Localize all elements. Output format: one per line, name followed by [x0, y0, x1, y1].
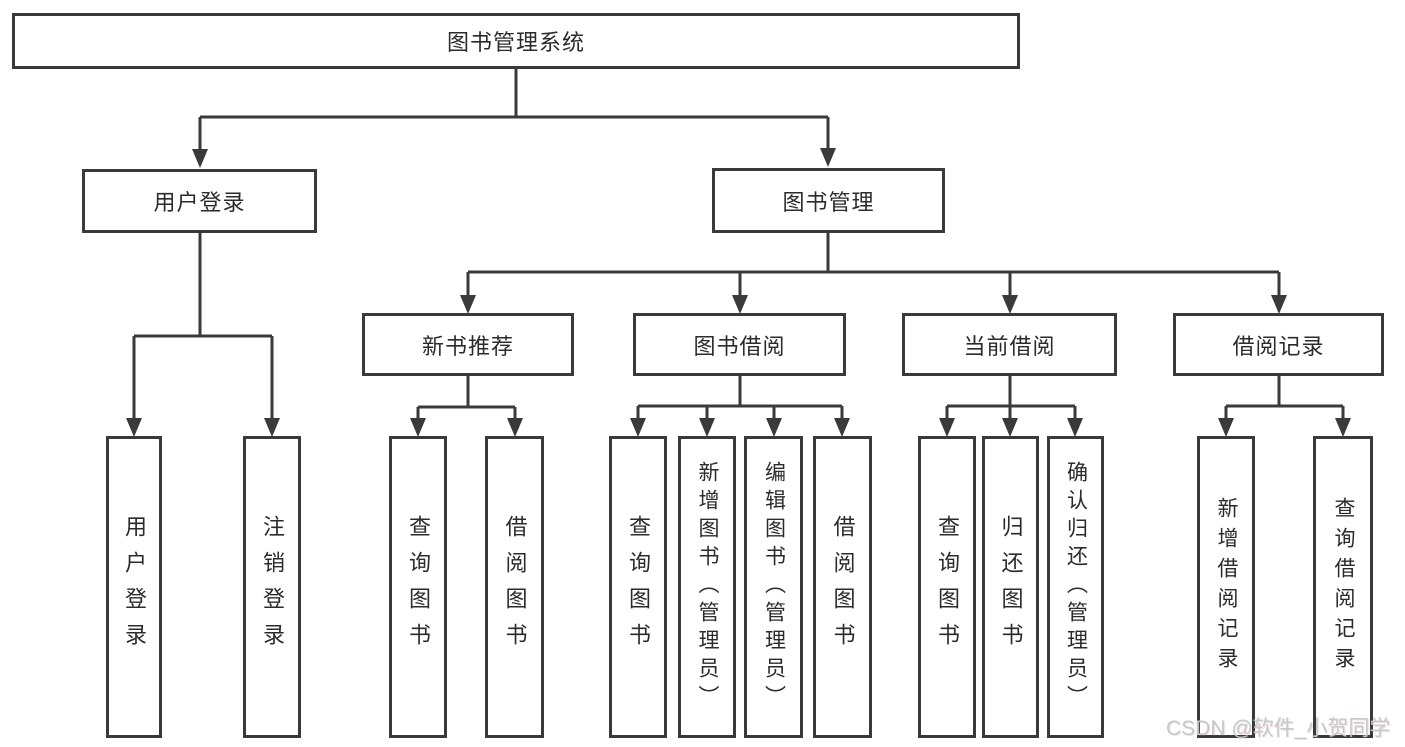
leaf-bb-borrow-books: 借阅图书	[813, 436, 872, 738]
node-new-book-recommend: 新书推荐	[362, 313, 574, 376]
leaf-logout-login: 注销登录	[243, 436, 301, 738]
node-user-login: 用户登录	[82, 169, 317, 233]
leaf-br-add-record: 新增借阅记录	[1197, 436, 1255, 738]
leaf-bb-query-books: 查询图书	[609, 436, 667, 738]
node-new-book-recommend-label: 新书推荐	[421, 333, 514, 359]
leaf-nbr-borrow-books-label: 借阅图书	[502, 515, 528, 659]
leaf-cb-return-books-label: 归还图书	[998, 515, 1024, 659]
node-current-borrow-label: 当前借阅	[963, 333, 1056, 359]
leaf-cb-query-books-label: 查询图书	[935, 515, 960, 659]
leaf-nbr-query-books-label: 查询图书	[406, 515, 431, 659]
node-current-borrow: 当前借阅	[902, 313, 1117, 376]
node-book-borrow-label: 图书借阅	[693, 333, 786, 359]
leaf-bb-edit-books-admin-label: 编辑图书（管理员）	[762, 461, 786, 713]
csdn-watermark: CSDN @软件_小贺同学	[1166, 717, 1391, 740]
leaf-cb-query-books: 查询图书	[918, 436, 976, 738]
leaf-br-add-record-label: 新增借阅记录	[1215, 497, 1238, 677]
node-book-management: 图书管理	[712, 168, 945, 233]
leaf-nbr-query-books: 查询图书	[389, 436, 447, 738]
node-borrow-records-label: 借阅记录	[1232, 333, 1325, 359]
leaf-user-login: 用户登录	[106, 436, 162, 738]
leaf-cb-confirm-return-admin: 确认归还（管理员）	[1047, 436, 1104, 738]
leaf-logout-login-label: 注销登录	[260, 515, 285, 659]
leaf-br-query-record: 查询借阅记录	[1313, 436, 1373, 738]
leaf-bb-add-books-admin: 新增图书（管理员）	[678, 436, 736, 738]
leaf-bb-borrow-books-label: 借阅图书	[830, 515, 856, 659]
leaf-bb-add-books-admin-label: 新增图书（管理员）	[696, 461, 719, 713]
leaf-cb-confirm-return-admin-label: 确认归还（管理员）	[1064, 461, 1088, 713]
leaf-bb-edit-books-admin: 编辑图书（管理员）	[744, 436, 803, 738]
node-book-borrow: 图书借阅	[633, 313, 846, 376]
node-root: 图书管理系统	[12, 13, 1020, 69]
node-user-login-label: 用户登录	[153, 190, 246, 215]
node-book-management-label: 图书管理	[782, 189, 875, 215]
leaf-cb-return-books: 归还图书	[982, 436, 1039, 738]
leaf-br-query-record-label: 查询借阅记录	[1332, 497, 1355, 677]
leaf-bb-query-books-label: 查询图书	[626, 515, 651, 659]
node-root-label: 图书管理系统	[446, 30, 585, 55]
node-borrow-records: 借阅记录	[1173, 313, 1384, 376]
leaf-nbr-borrow-books: 借阅图书	[485, 436, 544, 738]
leaf-user-login-label: 用户登录	[122, 515, 147, 659]
